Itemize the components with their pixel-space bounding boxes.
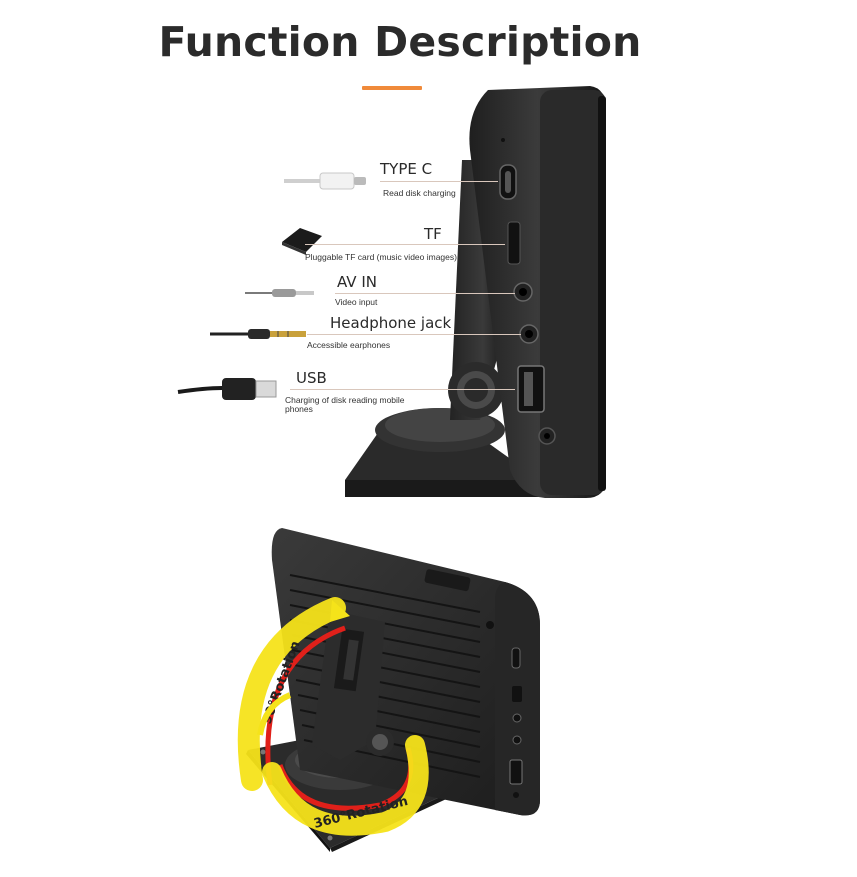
title-underline bbox=[362, 86, 422, 90]
port-label-headphone: Headphone jack bbox=[330, 314, 452, 332]
port-desc-av-in: Video input bbox=[335, 297, 378, 307]
port-tf-slot bbox=[507, 221, 521, 265]
port-type-c-slot bbox=[499, 164, 517, 200]
leader-headphone bbox=[307, 334, 521, 335]
port-desc-tf: Pluggable TF card (music video images) bbox=[305, 252, 457, 262]
usb-a-cable-icon bbox=[177, 378, 277, 400]
port-usb-a bbox=[517, 365, 545, 413]
rotation-90-arc bbox=[237, 597, 350, 791]
rear-device-body bbox=[271, 528, 540, 816]
port-desc-type-c: Read disk charging bbox=[383, 188, 456, 198]
port-av-in bbox=[513, 282, 533, 302]
rear-stand-arm bbox=[312, 610, 394, 760]
tf-card-icon bbox=[282, 228, 322, 255]
leader-av-in bbox=[335, 293, 515, 294]
leader-type-c bbox=[380, 181, 498, 182]
port-dc-in bbox=[538, 427, 556, 445]
headphone-plug-icon bbox=[210, 329, 306, 339]
av-cable-icon bbox=[245, 289, 314, 297]
port-label-usb: USB bbox=[296, 369, 327, 387]
rotation-360-arc bbox=[257, 692, 429, 836]
port-label-type-c: TYPE C bbox=[380, 160, 433, 178]
stand-arm bbox=[448, 160, 505, 420]
page-title: Function Description bbox=[158, 18, 642, 66]
port-desc-headphone: Accessible earphones bbox=[307, 340, 391, 350]
port-label-av-in: AV IN bbox=[337, 273, 377, 291]
usb-c-cable-icon bbox=[284, 172, 366, 190]
leader-tf bbox=[305, 244, 505, 245]
leader-usb bbox=[290, 389, 515, 390]
port-desc-usb: Charging of disk reading mobile phones bbox=[285, 395, 405, 414]
port-label-tf: TF bbox=[424, 225, 442, 243]
stand-base bbox=[345, 408, 540, 497]
